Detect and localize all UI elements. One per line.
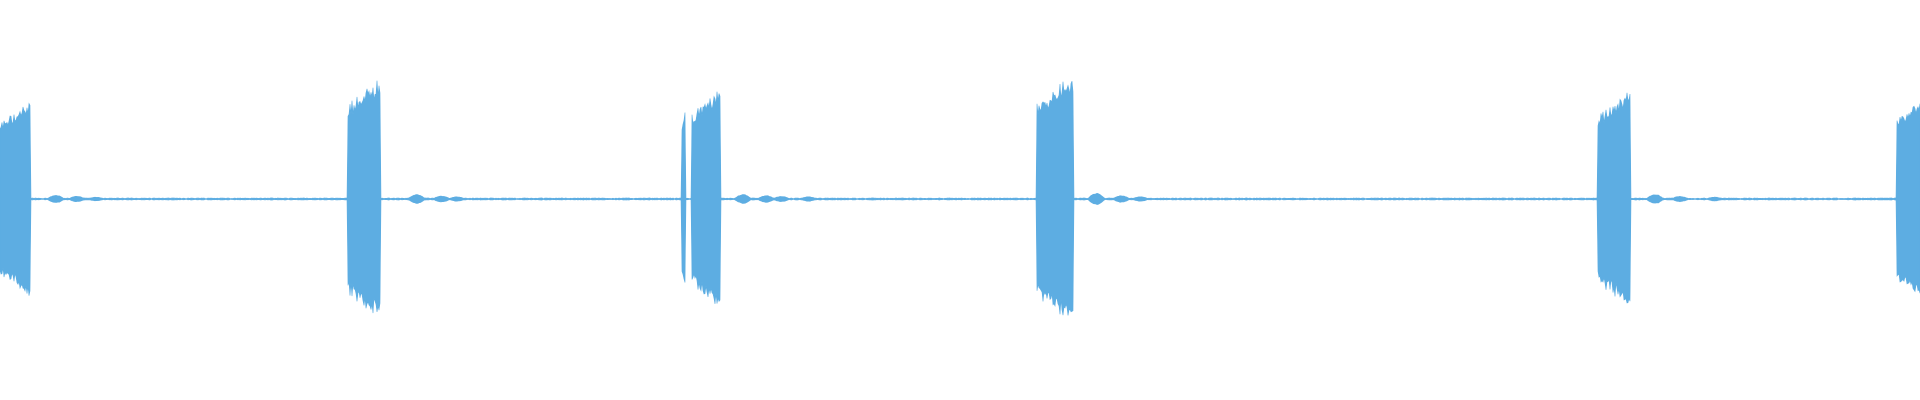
waveform-envelope [0,80,1920,316]
